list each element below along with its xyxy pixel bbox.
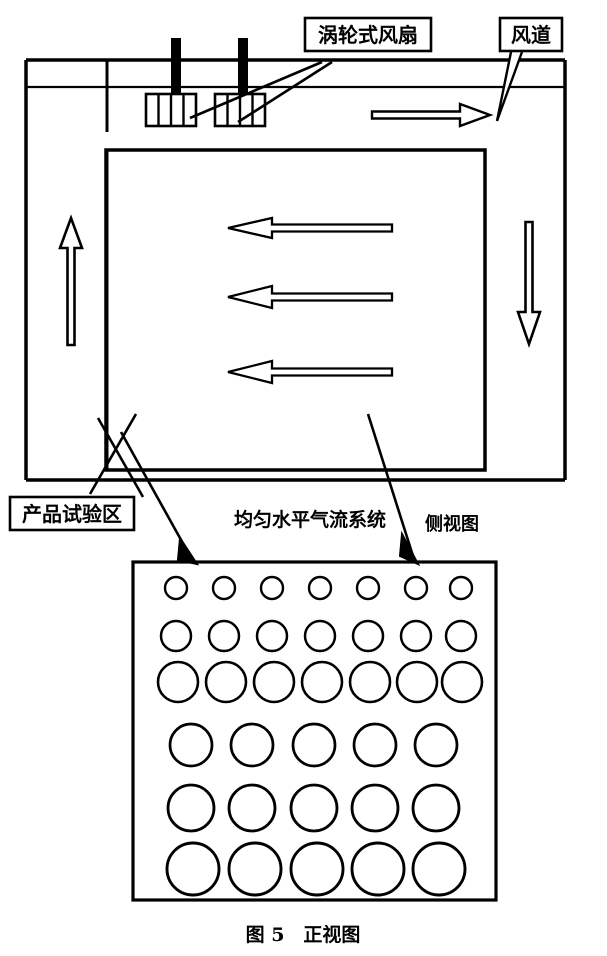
label-leader-fan — [189, 60, 333, 124]
nozzle-row-3 — [156, 660, 484, 704]
label-fan: 涡轮式风扇 — [303, 16, 433, 53]
pointer-arrow-test-area-to-front-view — [119, 431, 200, 566]
pointer-arrow-side-view-to-front-view — [366, 413, 421, 567]
label-side-view-text: 侧视图 — [425, 513, 479, 535]
return-arrow-right — [516, 220, 542, 348]
nozzle-row-6 — [165, 841, 467, 897]
nozzle-row-2 — [159, 619, 478, 653]
nozzle-row-4 — [168, 722, 459, 768]
label-fan-text: 涡轮式风扇 — [318, 23, 418, 47]
label-system-text: 均匀水平气流系统 — [234, 508, 386, 531]
figure-caption: 图 5 正视图 — [246, 923, 361, 946]
nozzle-row-1 — [163, 575, 474, 601]
nozzle-row-5 — [166, 783, 461, 833]
duct-flow-arrow-top — [370, 102, 494, 128]
turbo-fan-right — [213, 38, 267, 128]
airflow-arrow-2 — [227, 284, 394, 310]
side-view-outer-frame — [24, 58, 567, 482]
airflow-arrow-3 — [227, 359, 394, 385]
label-leader-duct — [495, 51, 524, 122]
return-arrow-left — [58, 214, 84, 347]
label-duct-text: 风道 — [511, 23, 551, 47]
label-test-area: 产品试验区 — [8, 495, 136, 532]
label-test-area-text: 产品试验区 — [22, 502, 122, 526]
side-view-inner-chamber — [104, 148, 487, 472]
airflow-arrow-1 — [227, 216, 394, 240]
label-leader-test-area — [88, 413, 145, 498]
turbo-fan-left — [144, 38, 198, 128]
front-view-panel — [131, 560, 498, 902]
label-duct: 风道 — [498, 16, 564, 53]
